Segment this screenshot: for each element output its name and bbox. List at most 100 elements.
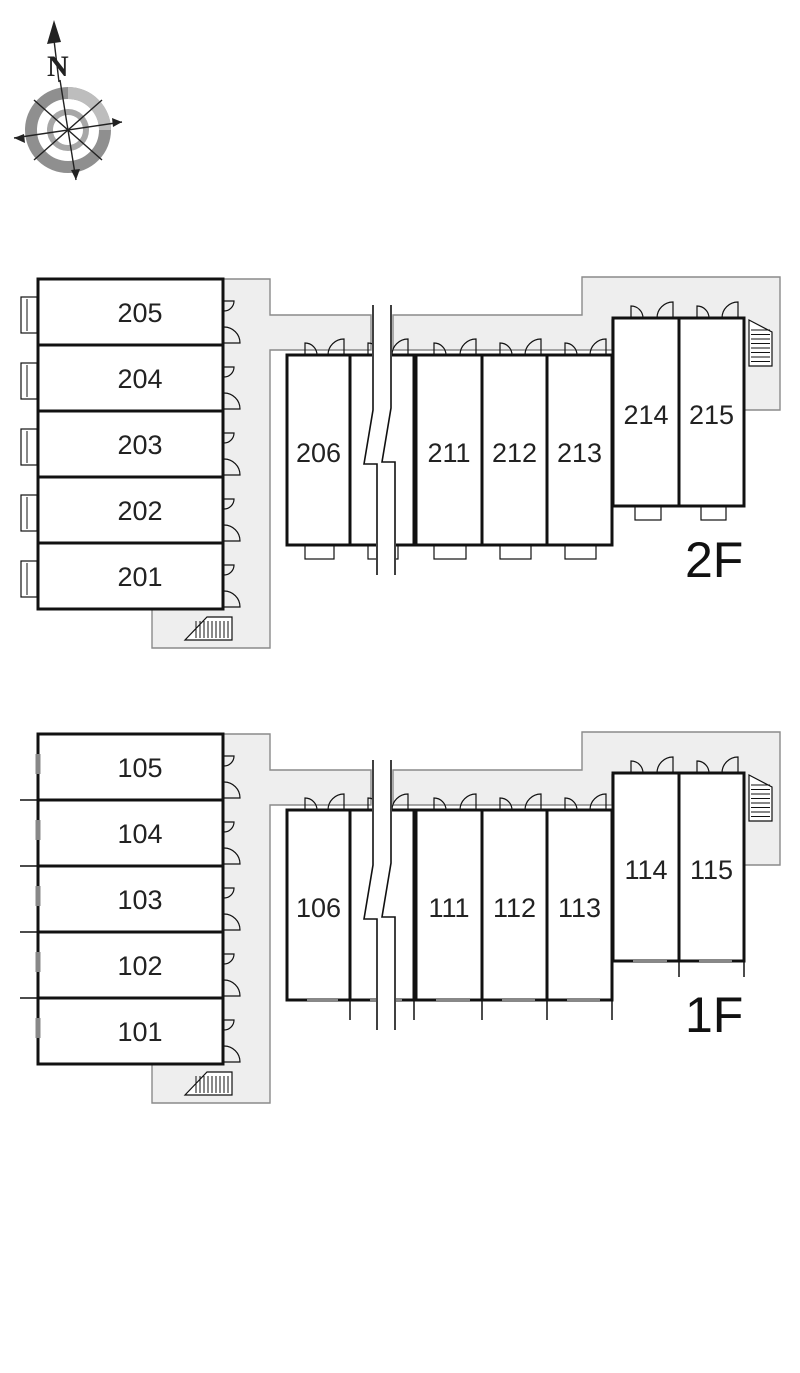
door-icon [630,760,644,774]
door-icon [391,793,409,811]
door-icon [223,847,241,865]
door-icon [223,432,235,444]
unit-label: 103 [117,885,162,915]
door-icon [223,953,235,965]
door-icon [459,338,477,356]
unit-114 [611,771,681,963]
unit-106 [285,808,352,1002]
door-icon [223,590,241,608]
unit-211 [414,353,484,547]
door-icon [656,301,674,319]
unit-201 [36,541,225,611]
door-icon [459,793,477,811]
door-icon [589,338,607,356]
unit-label: 201 [117,562,162,592]
unit-label: 215 [689,400,734,430]
north-label: N [47,50,69,83]
door-icon [696,760,710,774]
door-icon [564,797,578,811]
floor-label: 1F [685,987,743,1043]
door-icon [223,755,235,767]
break-symbol [363,760,396,1030]
door-icon [327,793,345,811]
balcony [700,505,727,521]
door-icon [524,793,542,811]
door-icon [223,458,241,476]
door-icon [304,797,318,811]
unit-113 [545,808,614,1002]
door-icon [223,300,235,312]
balcony [433,544,467,560]
unit-label: 112 [493,893,536,923]
door-icon [223,392,241,410]
door-icon [223,366,235,378]
floor-1f-plan: 105 104 103 102 101 106 111 112 113 114 115 1F [20,731,781,1104]
door-icon [721,756,739,774]
unit-215 [677,316,746,508]
unit-label: 202 [117,496,162,526]
door-icon [499,797,513,811]
door-icon [223,564,235,576]
unit-label: 113 [558,893,601,923]
unit-label: 101 [117,1017,162,1047]
door-icon [391,338,409,356]
balcony [20,560,38,598]
unit-label: 115 [690,855,733,885]
unit-label: 205 [117,298,162,328]
balcony [634,505,662,521]
door-icon [223,913,241,931]
door-icon [223,498,235,510]
balcony [20,494,38,532]
door-icon [223,524,241,542]
door-icon [433,797,447,811]
door-icon [223,979,241,997]
stair-icon [748,319,773,367]
unit-214 [611,316,681,508]
unit-label: 102 [117,951,162,981]
unit-102 [36,930,225,1000]
unit-label: 114 [624,855,667,885]
door-icon [630,305,644,319]
door-icon [524,338,542,356]
unit-label: 104 [117,819,162,849]
unit-203 [36,409,225,479]
unit-label: 212 [492,438,537,468]
compass-rose-icon [13,20,123,181]
unit-101 [36,996,225,1066]
door-icon [223,887,235,899]
unit-115 [677,771,746,963]
door-icon [304,342,318,356]
balcony [564,544,597,560]
door-icon [433,342,447,356]
door-icon [499,342,513,356]
break-symbol [363,305,396,575]
unit-104 [36,798,225,868]
door-icon [696,305,710,319]
unit-label: 204 [117,364,162,394]
door-icon [656,756,674,774]
floor-label: 2F [685,532,743,588]
balcony [20,362,38,400]
stair-icon [748,774,773,822]
door-icon [223,821,235,833]
unit-label: 105 [117,753,162,783]
unit-label: 203 [117,430,162,460]
unit-label: 213 [557,438,602,468]
door-icon [223,1019,235,1031]
unit-label: 206 [296,438,341,468]
door-icon [721,301,739,319]
balcony [20,296,38,334]
unit-label: 111 [428,893,469,923]
unit-label: 106 [296,893,341,923]
balcony [304,544,335,560]
balcony [20,428,38,466]
unit-label: 214 [623,400,668,430]
door-icon [327,338,345,356]
stair-icon [183,616,233,641]
stair-icon [183,1071,233,1096]
balcony [499,544,532,560]
door-icon [589,793,607,811]
door-icon [564,342,578,356]
